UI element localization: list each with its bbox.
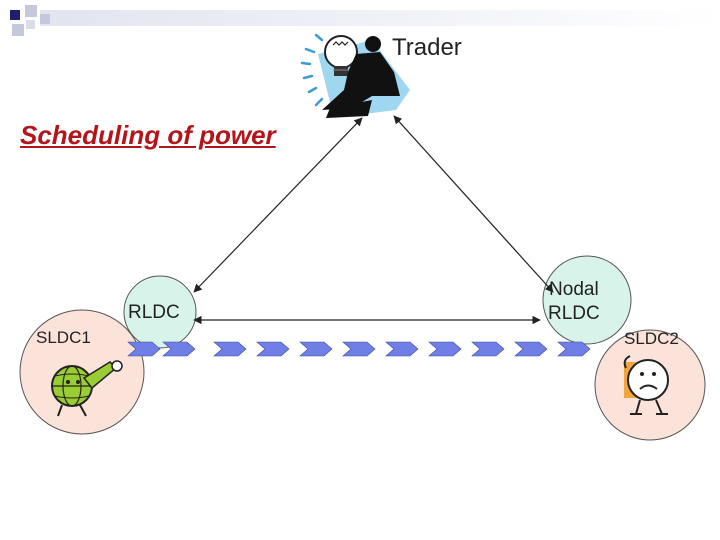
rldc-label: RLDC (128, 302, 180, 323)
flow-chevron (127, 341, 161, 357)
trader-rldc-arrow (193, 117, 363, 293)
flow-chevron (162, 341, 196, 357)
trader-nodal-arrow (393, 115, 554, 293)
flow-chevron (213, 341, 247, 357)
worried-face-icon (623, 355, 669, 415)
header-fade-bar (40, 10, 720, 26)
nodal-rldc-label-line2: RLDC (548, 303, 600, 324)
corner-square (12, 24, 24, 36)
corner-square (10, 10, 20, 20)
nodal-rldc-circle (542, 255, 632, 345)
flow-chevron (342, 341, 376, 357)
flow-chevron (385, 341, 419, 357)
flow-chevron (557, 341, 591, 357)
flow-chevron (514, 341, 548, 357)
corner-square (25, 5, 37, 17)
nodal-rldc-label-line1: Nodal (549, 279, 599, 300)
rldc-circle (123, 275, 197, 349)
corner-square (40, 14, 50, 24)
trader-label: Trader (392, 34, 462, 61)
sldc2-label: SLDC2 (624, 329, 679, 348)
flow-chevron (299, 341, 333, 357)
flow-chevron (428, 341, 462, 357)
nodal-rldc-label: Nodal RLDC (548, 278, 600, 326)
corner-decoration (10, 5, 720, 36)
businessman-lightbulb-icon (300, 33, 410, 118)
power-flow-chevrons (127, 341, 591, 357)
flow-chevron (471, 341, 505, 357)
slide-title: Scheduling of power (20, 120, 276, 150)
sldc1-label: SLDC1 (36, 328, 91, 347)
corner-square (26, 20, 35, 29)
flow-chevron (256, 341, 290, 357)
globe-rocket-icon (51, 360, 123, 417)
